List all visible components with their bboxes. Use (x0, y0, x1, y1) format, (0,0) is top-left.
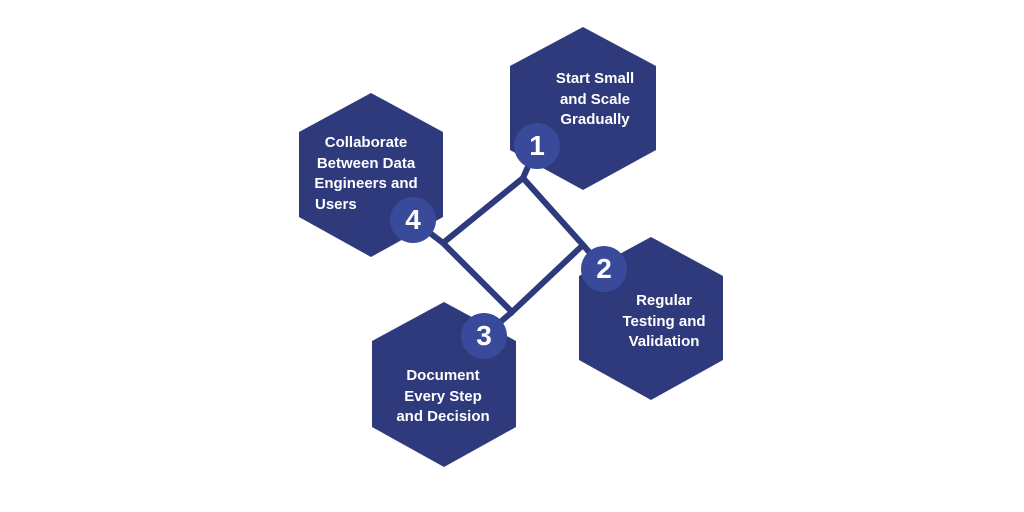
badge-step-3 (461, 313, 507, 359)
step-1-line-2: and Scale (559, 90, 631, 108)
step-3-label: Document Every Step and Decision (368, 366, 518, 428)
badge-number-3: 3 (476, 320, 492, 351)
step-2-label: Regular Testing and Validation (589, 291, 739, 353)
step-2-line-2: Testing and (622, 312, 706, 330)
step-2-line-3: Validation (628, 333, 700, 350)
step-4-line-2: Between Data (316, 154, 416, 172)
badge-step-1 (514, 123, 560, 169)
badge-number-2: 2 (596, 253, 612, 284)
badge-number-1: 1 (529, 130, 545, 161)
connector-diamond (438, 173, 588, 317)
step-3-line-3: and Decision (396, 408, 490, 425)
step-2-line-1: Regular (636, 292, 692, 309)
step-4-line-3: Engineers and (314, 175, 418, 192)
badge-step-4 (390, 197, 436, 243)
step-3-line-2: Every Step (404, 387, 482, 405)
step-4-line-4: Users (315, 195, 357, 213)
step-1-line-3: Gradually (560, 111, 630, 128)
step-4-label: Collaborate Between Data Engineers and U… (291, 133, 441, 215)
step-1-label: Start Small and Scale Gradually (520, 69, 670, 131)
step-4-line-1: Collaborate (324, 134, 408, 151)
badge-step-2 (581, 246, 627, 292)
step-1-line-1: Start Small (555, 70, 635, 87)
badge-number-4: 4 (405, 204, 421, 235)
step-3-line-1: Document (406, 367, 480, 384)
